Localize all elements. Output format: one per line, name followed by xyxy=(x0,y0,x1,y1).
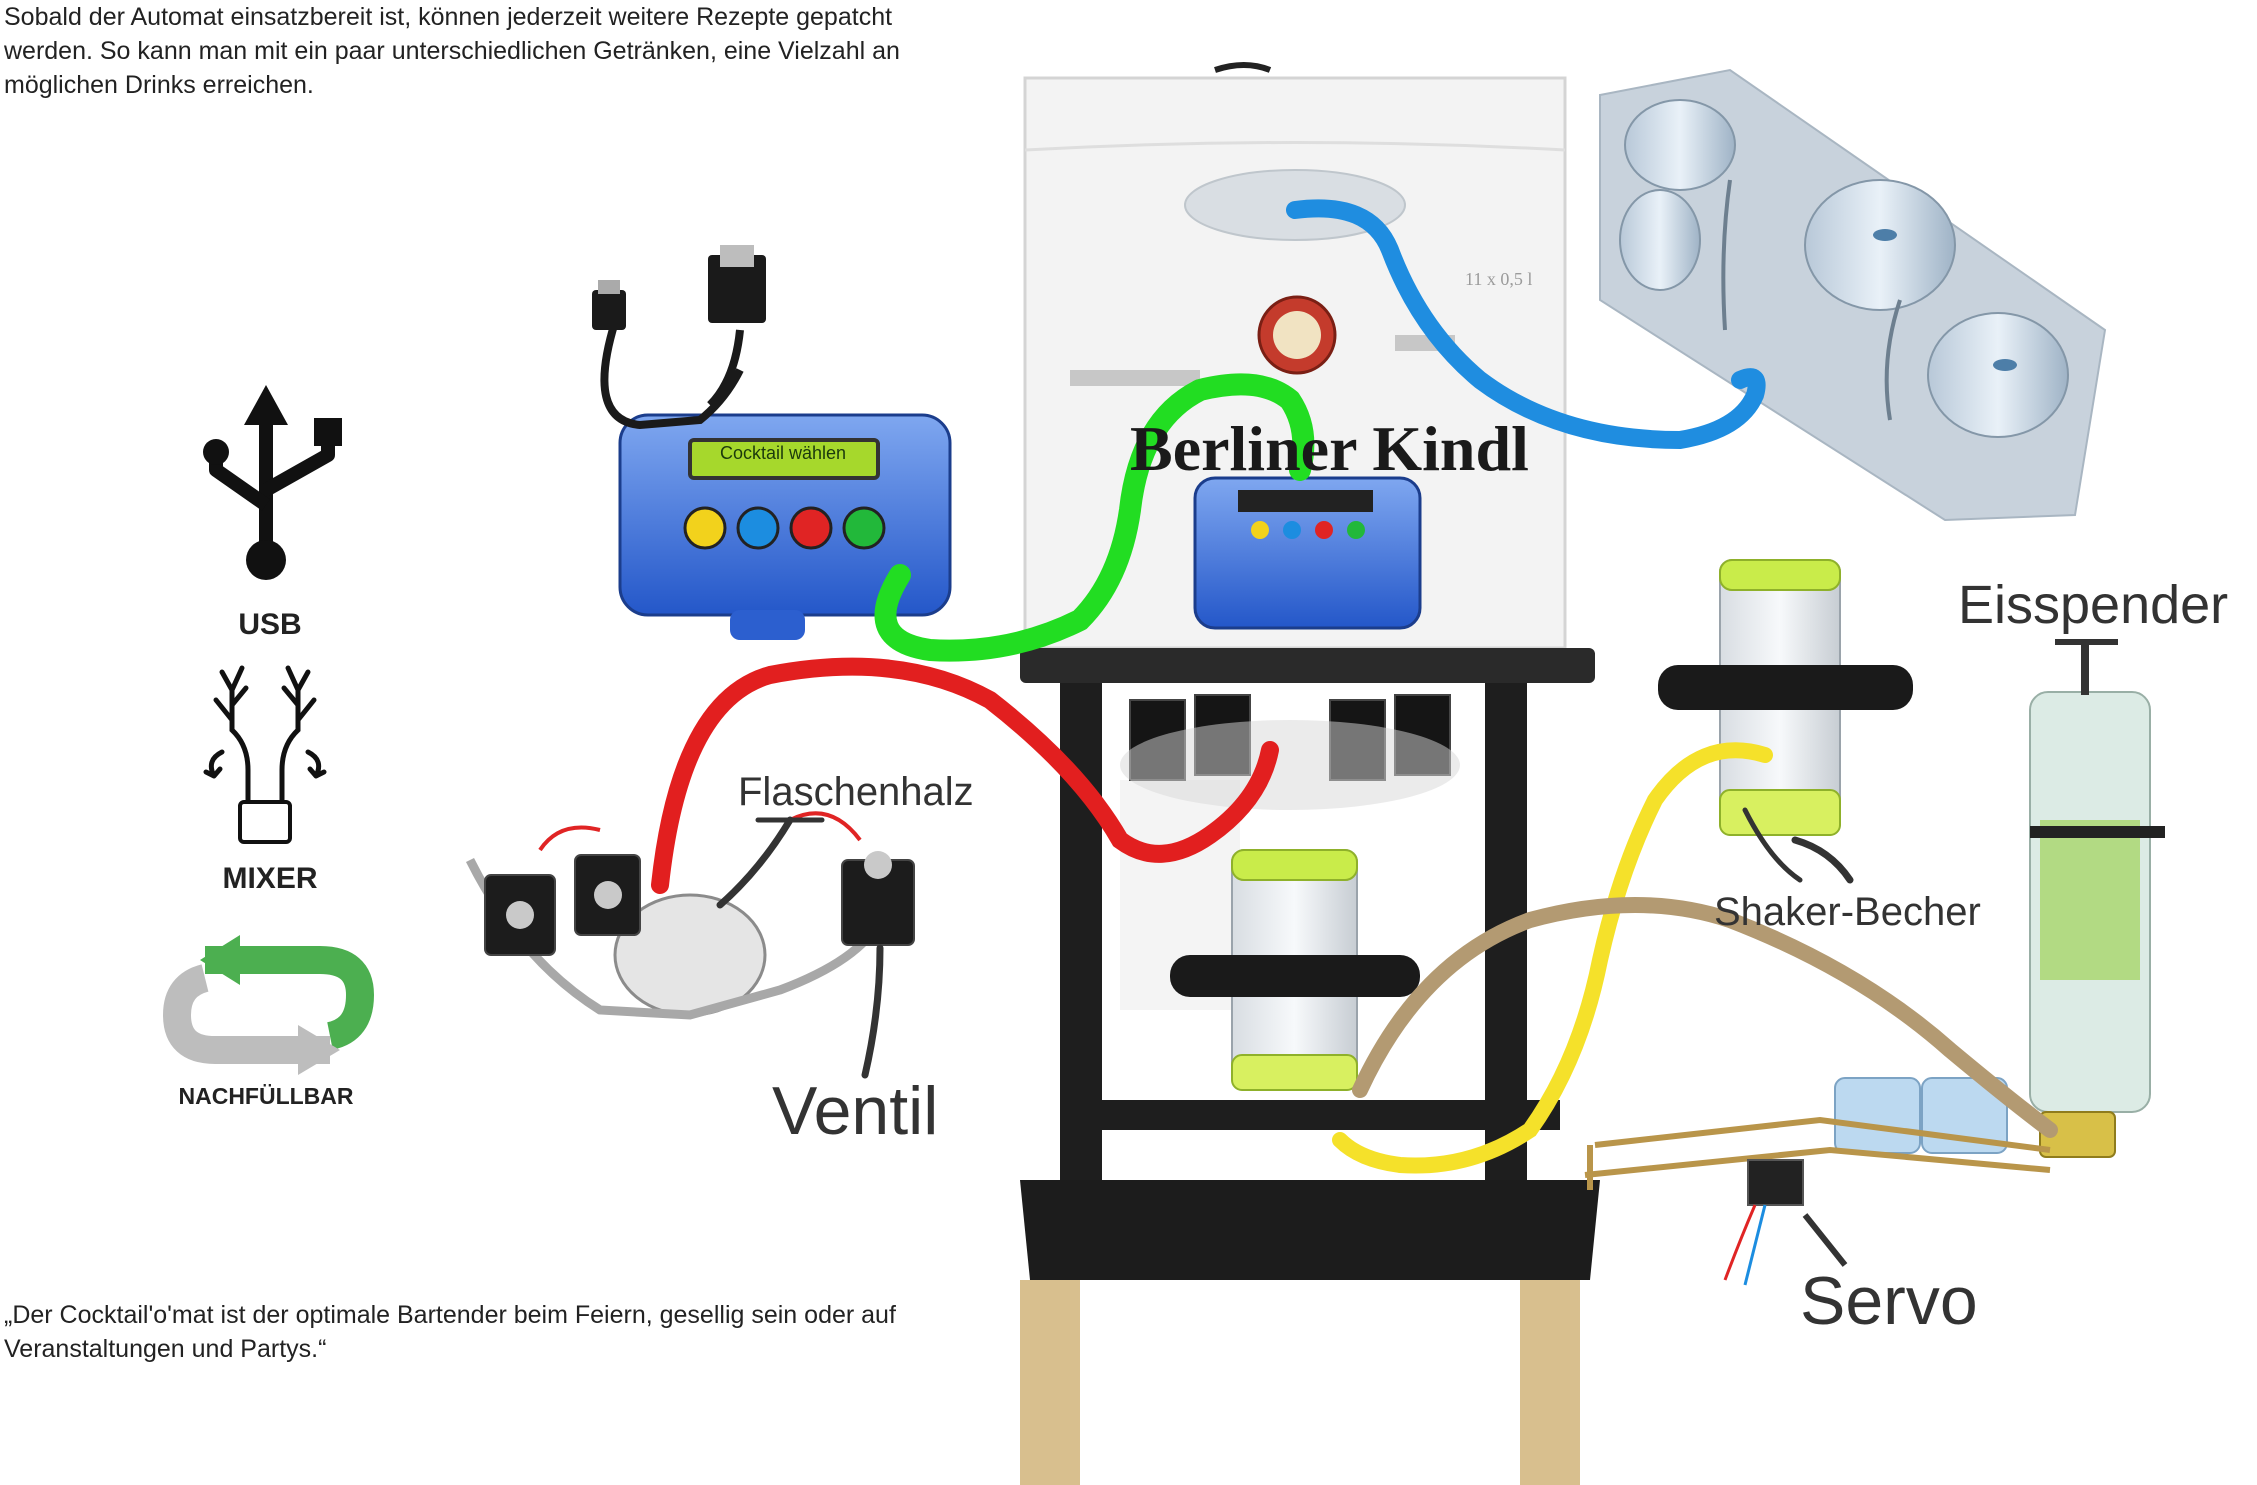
callout-flaschenhals: Flaschenhalz xyxy=(738,770,974,814)
servo xyxy=(1723,1159,1848,1286)
callout-pointers xyxy=(716,807,1854,1079)
machine-stand xyxy=(1020,648,1600,1485)
controller-buttons xyxy=(683,506,886,550)
green-button xyxy=(842,506,886,550)
brown-cable xyxy=(1352,897,2058,1138)
ice-dispenser-bottle xyxy=(2029,639,2165,1158)
callout-eisspender: Eisspender xyxy=(1958,575,2229,635)
yellow-cable xyxy=(1332,742,1773,1174)
mixer-label: MIXER xyxy=(222,862,318,895)
shaker-cup xyxy=(1658,559,1913,836)
valves-under-table xyxy=(1120,694,1460,810)
red-button xyxy=(789,506,833,550)
quote-text: „Der Cocktail'o'mat ist der optimale Bar… xyxy=(4,1301,896,1363)
refill-label: NACHFÜLLBAR xyxy=(178,1083,354,1109)
usb-label: USB xyxy=(238,608,302,641)
intro-text: Sobald der Automat einsatzbereit ist, kö… xyxy=(4,3,900,99)
callout-shaker-becher: Shaker-Becher xyxy=(1714,890,1981,934)
controller-on-table xyxy=(1193,476,1422,630)
ice-rail xyxy=(1584,1077,2051,1190)
main-controller xyxy=(618,413,952,640)
lcd-display-text: Cocktail wählen xyxy=(719,443,847,463)
callout-servo: Servo xyxy=(1800,1263,1978,1339)
callout-ventil: Ventil xyxy=(772,1073,939,1149)
red-cable xyxy=(651,657,1279,894)
refill-icon xyxy=(162,935,375,1075)
yellow-button xyxy=(683,506,727,550)
valve-assembly xyxy=(465,811,915,1020)
middle-cup xyxy=(1170,849,1420,1091)
usb-cable xyxy=(592,245,766,430)
usb-icon xyxy=(203,385,342,580)
mixer-icon xyxy=(203,665,327,844)
blue-button xyxy=(736,506,780,550)
blue-cable xyxy=(1286,199,1766,450)
water-bottles-photo xyxy=(1599,68,2107,522)
green-cable xyxy=(874,373,1315,662)
